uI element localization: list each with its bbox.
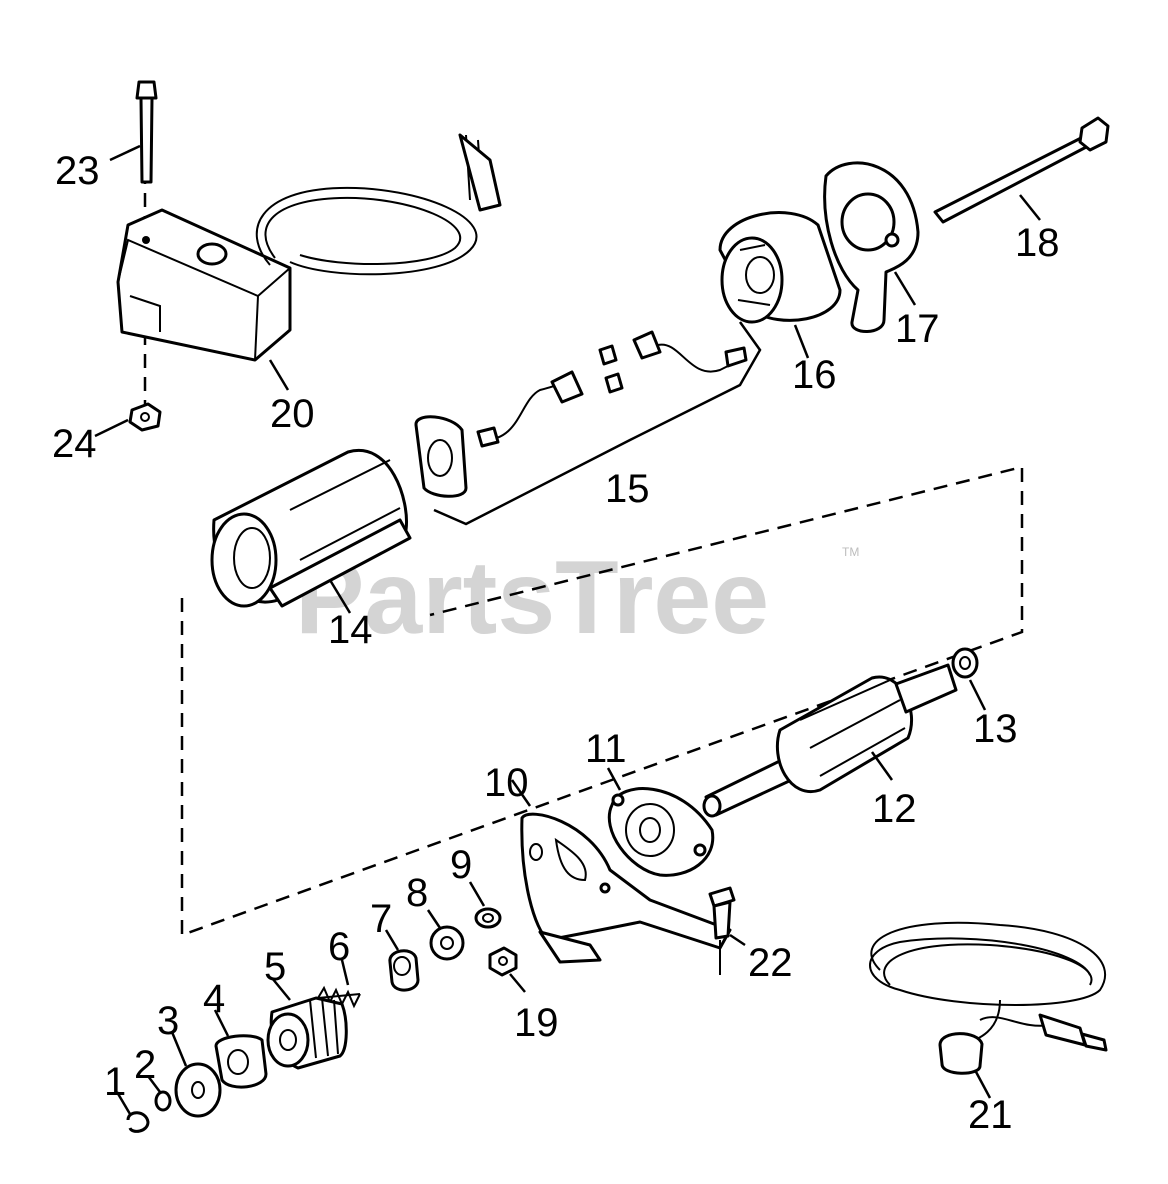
callout-9: 9 (450, 843, 472, 887)
part-11-drive-end-plate[interactable] (607, 787, 715, 877)
part-15-brush-set[interactable] (414, 321, 762, 526)
callout-2: 2 (134, 1043, 156, 1087)
callout-16: 16 (792, 353, 837, 397)
callout-15: 15 (605, 467, 650, 511)
part-22-screw[interactable] (708, 886, 736, 975)
callout-17: 17 (895, 307, 940, 351)
callout-5: 5 (264, 945, 286, 989)
callout-20: 20 (270, 392, 315, 436)
part-20-switch-housing[interactable] (116, 133, 502, 362)
assembly-alignment-dashed-line (180, 465, 1024, 937)
part-19-nut[interactable] (488, 946, 518, 977)
part-1-retaining-ring[interactable] (126, 1111, 150, 1133)
callout-7: 7 (370, 897, 392, 941)
part-14-housing[interactable] (210, 448, 412, 608)
part-13-washer[interactable] (951, 647, 979, 679)
part-16-end-cap[interactable] (718, 211, 842, 324)
callout-19: 19 (514, 1001, 559, 1045)
callout-1: 1 (104, 1060, 126, 1104)
callout-22: 22 (748, 941, 793, 985)
callout-12: 12 (872, 787, 917, 831)
part-6-spring[interactable] (317, 985, 361, 1009)
callout-6: 6 (328, 925, 350, 969)
callout-18: 18 (1015, 221, 1060, 265)
callout-21: 21 (968, 1093, 1013, 1137)
callout-11: 11 (585, 727, 627, 771)
part-3-cup-washer[interactable] (174, 1062, 222, 1118)
part-4-collar[interactable] (214, 1034, 268, 1089)
part-18-through-bolt[interactable] (933, 116, 1110, 224)
part-8-washer[interactable] (429, 925, 465, 961)
part-5-pinion-gear[interactable] (266, 996, 348, 1070)
callout-24: 24 (52, 422, 97, 466)
callout-10: 10 (484, 761, 529, 805)
part-12-armature[interactable] (702, 663, 958, 818)
part-2-ring[interactable] (154, 1090, 172, 1112)
callout-14: 14 (328, 608, 373, 652)
part-17-bracket-plate[interactable] (823, 161, 920, 333)
callout-13: 13 (973, 707, 1018, 751)
callout-labels: 1 2 3 4 5 6 7 8 9 10 11 12 13 14 15 16 1… (52, 149, 1060, 1137)
callout-23: 23 (55, 149, 100, 193)
callout-3: 3 (157, 999, 179, 1043)
watermark-trademark: TM (842, 545, 859, 559)
part-23-bolt[interactable] (135, 80, 158, 184)
part-9-clip[interactable] (474, 907, 502, 929)
callout-4: 4 (203, 977, 225, 1021)
part-15-bracket-line (433, 321, 762, 526)
callout-8: 8 (406, 871, 428, 915)
part-7-spacer[interactable] (388, 949, 420, 992)
watermark: PartsTree (295, 540, 769, 656)
leader-lines (94, 144, 1041, 1115)
part-21-extension-cord[interactable] (869, 921, 1108, 1075)
part-24-nut[interactable] (128, 402, 162, 432)
